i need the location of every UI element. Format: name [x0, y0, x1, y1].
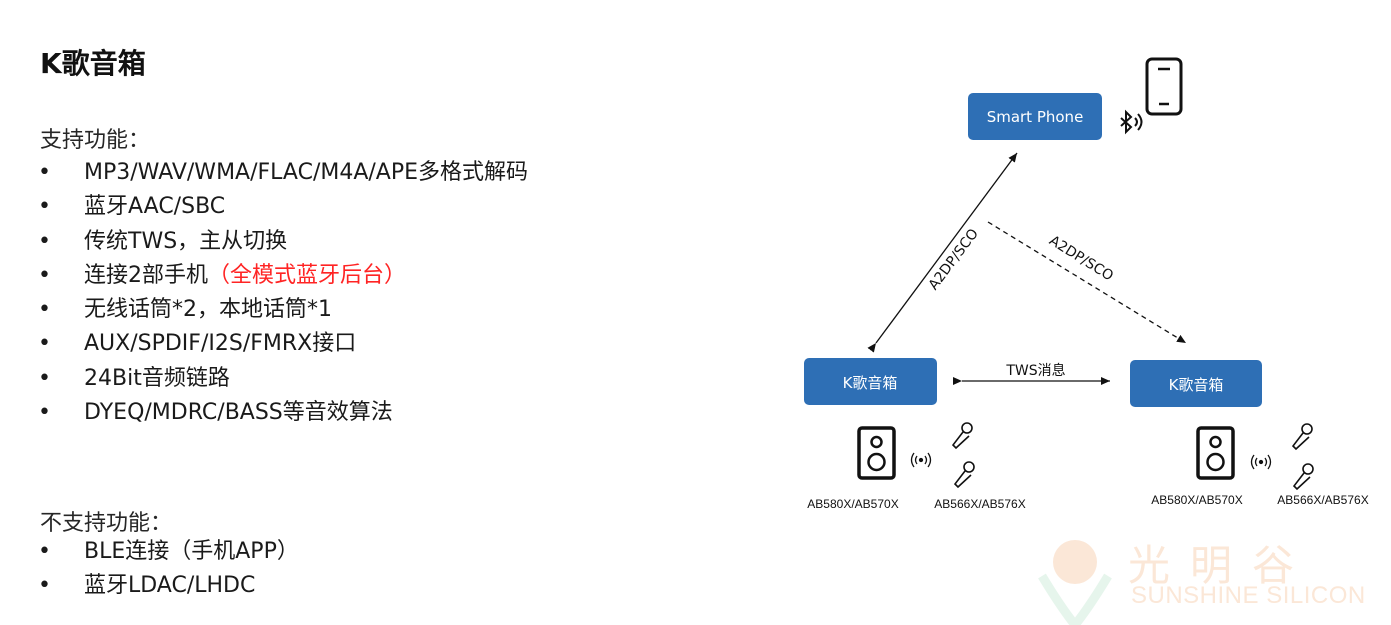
feature-text: 蓝牙AAC/SBC [84, 194, 226, 220]
mic-model-right: AB566X/AB576X [1277, 493, 1368, 507]
feature-highlight: （全模式蓝牙后台） [208, 262, 407, 288]
unsupported-features-label: 不支持功能： [40, 511, 173, 536]
smart-phone-box: Smart Phone [968, 93, 1102, 140]
watermark-en: SUNSHINE SILICON [1131, 582, 1366, 609]
page-title: K歌音箱 [40, 47, 146, 80]
watermark-logo-icon [1038, 540, 1112, 625]
smart-phone-label: Smart Phone [987, 108, 1084, 126]
k-speaker-label-right: K歌音箱 [1169, 376, 1224, 394]
feature-item: MP3/WAV/WMA/FLAC/M4A/APE多格式解码 [38, 156, 529, 191]
speaker-icon [1196, 426, 1235, 480]
supported-features-list: MP3/WAV/WMA/FLAC/M4A/APE多格式解码 蓝牙AAC/SBC … [38, 156, 529, 431]
k-speaker-box-left: K歌音箱 [804, 358, 937, 405]
smartphone-icon [1145, 57, 1183, 116]
watermark-cn: 光明谷 [1128, 541, 1315, 590]
feature-item: DYEQ/MDRC/BASS等音效算法 [38, 396, 528, 431]
feature-item: BLE连接（手机APP） [38, 535, 299, 570]
feature-text: 24Bit音频链路 [84, 365, 230, 391]
supported-features-label: 支持功能： [40, 128, 151, 153]
feature-text: AUX/SPDIF/I2S/FMRX接口 [84, 331, 357, 357]
wireless-signal-icon [910, 452, 932, 468]
microphone-icon [1292, 463, 1314, 491]
a2dp-label-left: A2DP/SCO [926, 226, 982, 293]
feature-item: AUX/SPDIF/I2S/FMRX接口 [38, 327, 528, 362]
feature-text: 无线话筒*2，本地话筒*1 [84, 297, 332, 323]
mic-model-left: AB566X/AB576X [934, 497, 1025, 511]
feature-text: DYEQ/MDRC/BASS等音效算法 [84, 400, 393, 426]
bluetooth-icon [1120, 109, 1143, 135]
k-speaker-label-left: K歌音箱 [843, 374, 898, 392]
microphone-icon [953, 461, 975, 489]
feature-item: 蓝牙AAC/SBC [38, 190, 528, 225]
a2dp-label-right: A2DP/SCO [1046, 233, 1116, 285]
feature-item: 蓝牙LDAC/LHDC [38, 569, 299, 604]
feature-item: 连接2部手机（全模式蓝牙后台） [38, 259, 528, 294]
feature-text: 连接2部手机 [84, 262, 208, 288]
k-speaker-box-right: K歌音箱 [1130, 360, 1262, 407]
a2dp-link-right [987, 221, 1187, 344]
feature-item: 24Bit音频链路 [38, 362, 528, 397]
a2dp-link-left [867, 152, 1018, 353]
unsupported-features-list: BLE连接（手机APP） 蓝牙LDAC/LHDC [38, 535, 299, 604]
microphone-icon [951, 422, 973, 450]
wireless-signal-icon [1250, 454, 1272, 470]
microphone-icon [1291, 423, 1313, 451]
feature-text: MP3/WAV/WMA/FLAC/M4A/APE多格式解码 [84, 160, 529, 185]
tws-label: TWS消息 [1005, 362, 1065, 379]
speaker-icon [857, 426, 896, 480]
feature-text: 蓝牙LDAC/LHDC [84, 573, 256, 599]
feature-text: BLE连接（手机APP） [84, 539, 299, 564]
speaker-model-left: AB580X/AB570X [807, 497, 898, 511]
feature-item: 传统TWS，主从切换 [38, 225, 528, 260]
feature-text: 传统TWS，主从切换 [84, 228, 288, 254]
speaker-model-right: AB580X/AB570X [1151, 493, 1242, 507]
feature-item: 无线话筒*2，本地话筒*1 [38, 293, 528, 328]
